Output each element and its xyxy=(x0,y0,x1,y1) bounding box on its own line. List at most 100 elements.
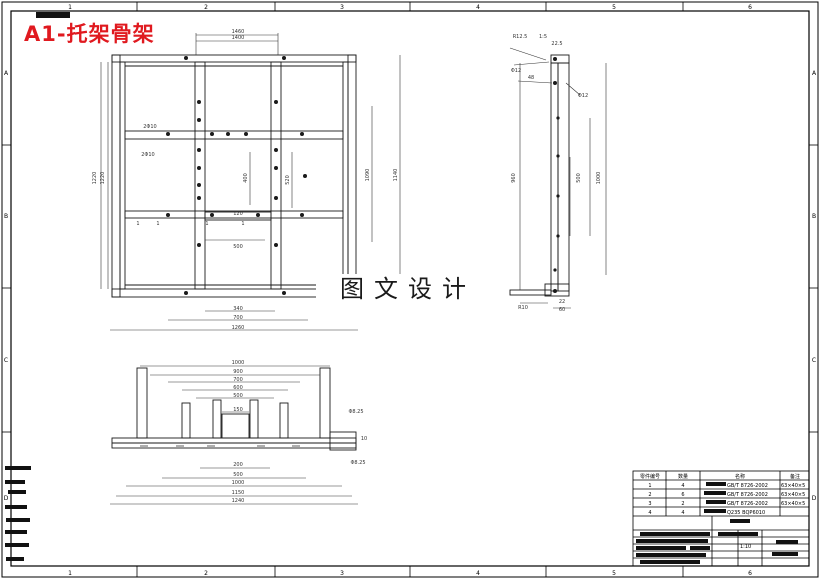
bom-row-note: 63×40×5 xyxy=(781,483,805,489)
dim-label: 1000 xyxy=(596,172,602,185)
side-dimensions xyxy=(509,47,607,309)
bom-header: 名称 xyxy=(735,473,745,480)
dim-label: 1240 xyxy=(232,498,245,504)
bom-row-spec: GB/T 8726-2002 xyxy=(727,501,768,507)
bom-row-no: 1 xyxy=(648,483,651,489)
dim-label: 1140 xyxy=(393,169,399,182)
dim-label: 500 xyxy=(233,472,243,478)
dim-label: 600 xyxy=(233,385,243,391)
dim-label: 22.5 xyxy=(551,41,562,47)
bottom-right-post xyxy=(319,367,331,439)
dim-label: 500 xyxy=(233,393,243,399)
title-block xyxy=(632,470,810,567)
bom-headers: 零件编号 数量 名称 备注 xyxy=(640,473,800,480)
watermark-text: 图文设计 xyxy=(316,274,500,304)
bom-rows: 1 4 GB/T 8726-2002 63×40×5 2 6 GB/T 8726… xyxy=(648,483,805,550)
dim-label: R12.5 xyxy=(513,34,528,40)
col-label: 2 xyxy=(204,4,208,11)
row-label: C xyxy=(812,357,816,364)
dim-label: 1460 xyxy=(232,29,245,35)
dim-label: 1260 xyxy=(232,325,245,331)
callout-label: Φ8.25 xyxy=(348,409,363,415)
row-label: A xyxy=(4,70,9,77)
callout-label: 2Φ10 xyxy=(141,152,154,158)
dim-label: 1090 xyxy=(365,169,371,182)
bom-row-no: 3 xyxy=(648,501,651,507)
front-top-bar xyxy=(111,54,357,63)
front-left-post xyxy=(111,54,121,298)
col-label: 3 xyxy=(340,4,344,11)
bom-row-spec: GB/T 8726-2002 xyxy=(727,492,768,498)
row-label: D xyxy=(4,495,9,502)
title-block-redacted xyxy=(636,482,798,564)
bom-row-spec: GB/T 8726-2002 xyxy=(727,483,768,489)
row-label: B xyxy=(812,213,816,220)
front-inner-post-left xyxy=(194,61,206,290)
section-mark: 1 xyxy=(156,221,159,227)
dim-label: 150 xyxy=(233,407,243,413)
dim-label: 60 xyxy=(559,307,565,313)
bom-row-spec: Q235 BQP6010 xyxy=(727,510,765,516)
bottom-dimensions xyxy=(110,365,358,505)
row-label: D xyxy=(812,495,817,502)
dim-label: 48 xyxy=(528,75,534,81)
dim-label: 1220 xyxy=(100,172,106,185)
front-low-bar xyxy=(124,210,344,219)
dim-label: 520 xyxy=(285,175,291,185)
dim-label: 500 xyxy=(576,173,582,183)
scale-text: 1:10 xyxy=(740,544,751,550)
side-post xyxy=(550,62,559,292)
dim-label: 1220 xyxy=(92,172,98,185)
bom-row-qty: 6 xyxy=(681,492,684,498)
col-label: 5 xyxy=(612,4,616,11)
bom-row-qty: 4 xyxy=(681,483,684,489)
side-view xyxy=(509,54,570,297)
col-label: 6 xyxy=(748,570,752,577)
col-label: 4 xyxy=(476,570,480,577)
dim-label: 960 xyxy=(511,173,517,183)
dim-label: R10 xyxy=(518,305,528,311)
front-dim-labels: 1460 1400 1220 1220 1090 1140 520 400 12… xyxy=(92,29,399,331)
bom-header: 备注 xyxy=(790,473,800,480)
bottom-left-post xyxy=(136,367,148,439)
dim-label: 1:5 xyxy=(539,34,547,40)
front-right-post xyxy=(347,54,357,298)
bom-header: 数量 xyxy=(678,473,688,480)
side-bolts xyxy=(553,57,560,293)
bottom-view xyxy=(111,367,357,451)
col-label: 1 xyxy=(68,570,72,577)
col-label: 5 xyxy=(612,570,616,577)
row-label: B xyxy=(4,213,8,220)
section-mark: 1 xyxy=(205,221,208,227)
bom-row-no: 4 xyxy=(648,510,651,516)
col-label: 2 xyxy=(204,570,208,577)
bom-row-note: 63×40×5 xyxy=(781,492,805,498)
bom-row-no: 2 xyxy=(648,492,651,498)
front-inner-post-right xyxy=(270,61,282,290)
bom-row-note: 63×40×5 xyxy=(781,501,805,507)
dim-label: Φ12 xyxy=(511,68,521,74)
drawing-title: A1-托架骨架 xyxy=(24,22,155,46)
dim-label: 200 xyxy=(233,462,243,468)
dim-label: 340 xyxy=(233,306,243,312)
front-mid-bar xyxy=(124,130,344,140)
callout-label: 10 xyxy=(361,436,367,442)
column-ticks xyxy=(136,2,684,577)
callout-label: Φ8.25 xyxy=(350,460,365,466)
col-label: 4 xyxy=(476,4,480,11)
bom-header: 零件编号 xyxy=(640,473,660,480)
col-label: 6 xyxy=(748,4,752,11)
callout-label: 2Φ10 xyxy=(143,124,156,130)
front-dimensions xyxy=(100,33,401,331)
dim-label: 1000 xyxy=(232,360,245,366)
front-bolts xyxy=(166,56,307,295)
column-labels-bottom: 1 2 3 4 5 6 xyxy=(68,570,752,577)
dim-label: 900 xyxy=(233,369,243,375)
bottom-dim-labels: 1000 900 700 600 500 150 200 500 1000 11… xyxy=(232,360,368,504)
row-label: C xyxy=(4,357,8,364)
side-dim-labels: R12.5 1:5 22.5 Φ12 48 Φ12 960 500 1000 R… xyxy=(511,34,602,313)
dim-label: 700 xyxy=(233,377,243,383)
dim-label: Φ12 xyxy=(578,93,588,99)
dim-label: 22 xyxy=(559,299,565,305)
